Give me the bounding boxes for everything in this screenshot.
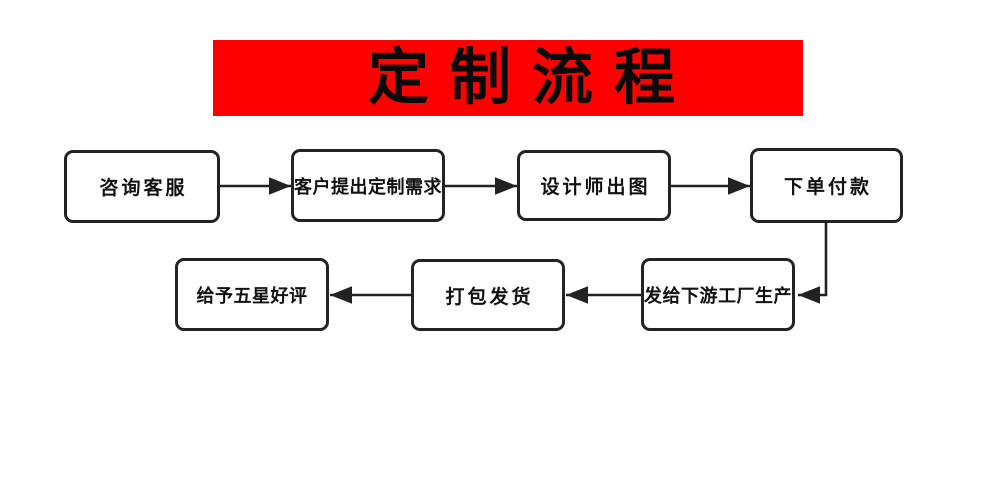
node-order-payment: 下单付款 bbox=[750, 148, 903, 223]
node-consult-service: 咨询客服 bbox=[64, 150, 220, 223]
node-designer-draft: 设计师出图 bbox=[517, 150, 671, 221]
node-label: 打包发货 bbox=[445, 286, 534, 308]
page-title: 定制流程 bbox=[367, 44, 696, 112]
node-label: 咨询客服 bbox=[99, 178, 188, 199]
node-label: 发给下游工厂生产 bbox=[644, 285, 792, 306]
node-customer-demand: 客户提出定制需求 bbox=[291, 149, 445, 222]
node-pack-ship: 打包发货 bbox=[411, 259, 565, 331]
node-label: 给予五星好评 bbox=[196, 285, 308, 306]
node-label: 下单付款 bbox=[783, 177, 872, 198]
node-five-star-review: 给予五星好评 bbox=[175, 258, 329, 331]
arrow-order-to-factory bbox=[798, 222, 828, 304]
node-label: 设计师出图 bbox=[540, 177, 651, 198]
node-label: 客户提出定制需求 bbox=[294, 176, 442, 197]
node-factory-production: 发给下游工厂生产 bbox=[641, 258, 795, 331]
title-banner: 定制流程 bbox=[213, 40, 803, 116]
